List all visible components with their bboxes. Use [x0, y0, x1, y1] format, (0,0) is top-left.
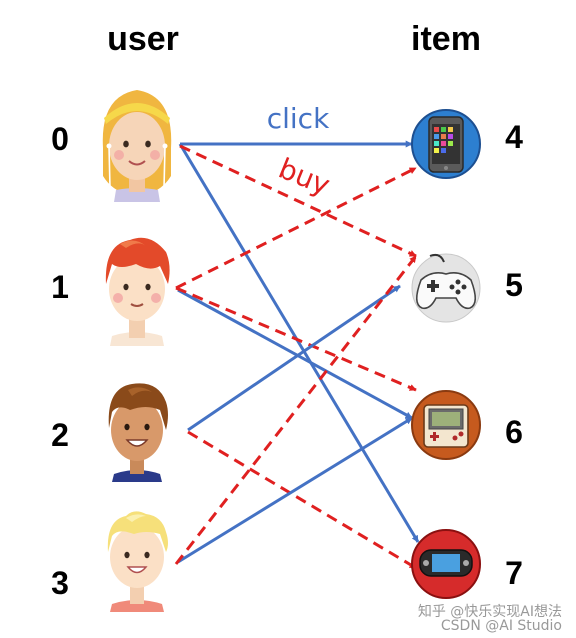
- watermark-csdn: CSDN @AI Studio: [441, 618, 562, 634]
- smartphone-icon: [411, 109, 481, 179]
- user-column-heading: user: [107, 20, 179, 58]
- user-3-avatar: [107, 511, 168, 612]
- item-id-5: 5: [505, 267, 523, 303]
- edge-click-1-to-6: [177, 288, 413, 420]
- edge-buy-1-to-4: [175, 166, 417, 290]
- edge-buy-1-to-6: [175, 286, 417, 392]
- user-id-0: 0: [51, 121, 69, 157]
- user-0-avatar: [102, 90, 172, 202]
- edge-buy-3-to-5: [174, 255, 418, 565]
- click-edge-label: click: [267, 102, 330, 135]
- user-id-2: 2: [51, 417, 69, 453]
- item-column-heading: item: [411, 20, 481, 58]
- watermark-zhihu: 知乎 @快乐实现AI想法: [418, 603, 562, 620]
- item-id-4: 4: [505, 119, 523, 155]
- portable-console-icon: [411, 529, 481, 599]
- user-1-avatar: [105, 237, 170, 346]
- user-2-avatar: [108, 383, 168, 482]
- item-id-6: 6: [505, 414, 523, 450]
- user-id-1: 1: [51, 269, 69, 305]
- handheld-console-icon: [411, 390, 481, 460]
- edge-click-2-to-5: [187, 284, 401, 432]
- edges-layer: [174, 140, 420, 570]
- edge-click-0-to-7: [178, 143, 420, 543]
- edge-buy-0-to-5: [179, 144, 417, 258]
- gamepad-icon: [411, 253, 481, 323]
- edge-buy-2-to-7: [187, 430, 417, 570]
- user-id-3: 3: [51, 565, 69, 601]
- edge-click-3-to-6: [177, 416, 413, 564]
- item-id-7: 7: [505, 555, 523, 591]
